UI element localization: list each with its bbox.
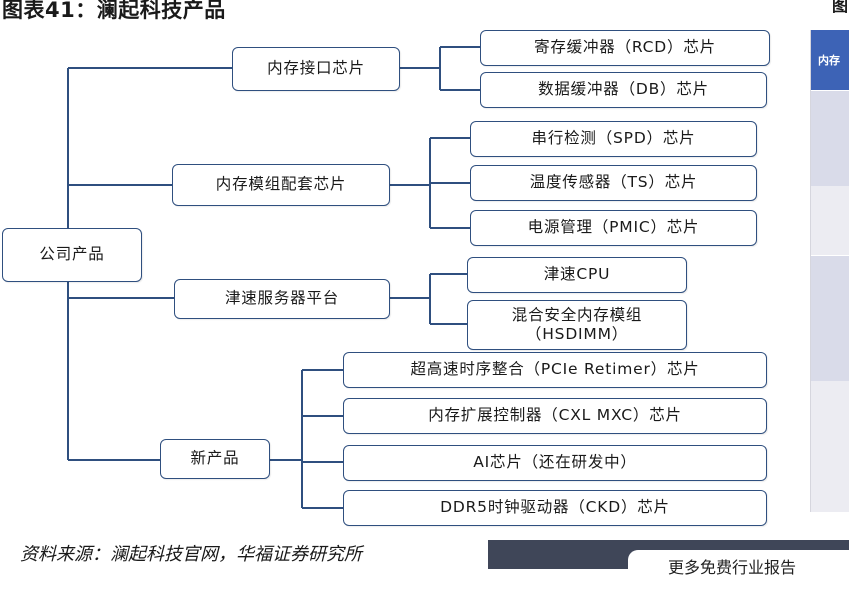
leaf-cxl-mxc: 内存扩展控制器（CXL MXC）芯片 xyxy=(343,398,767,434)
branch-server-platform: 津速服务器平台 xyxy=(174,279,390,319)
leaf-label: 电源管理（PMIC）芯片 xyxy=(527,218,700,237)
leaf-label: 寄存缓冲器（RCD）芯片 xyxy=(534,38,716,57)
branch-new-products: 新产品 xyxy=(160,439,270,479)
adjacent-table-panel: 内存 xyxy=(810,30,849,512)
branch-memory-interface: 内存接口芯片 xyxy=(232,47,400,91)
adjacent-table-cell xyxy=(811,255,849,381)
adjacent-table-cell xyxy=(811,90,849,186)
promo-text: 更多免费行业报告 xyxy=(668,558,797,577)
leaf-label: 内存扩展控制器（CXL MXC）芯片 xyxy=(428,406,682,425)
leaf-label: 数据缓冲器（DB）芯片 xyxy=(538,80,709,99)
leaf-label: AI芯片（还在研发中） xyxy=(473,453,637,472)
adjacent-table-header: 内存 xyxy=(811,30,849,90)
branch-label: 内存接口芯片 xyxy=(267,59,365,78)
leaf-cpu: 津速CPU xyxy=(467,257,687,293)
branch-module-chips: 内存模组配套芯片 xyxy=(172,164,390,206)
leaf-rcd: 寄存缓冲器（RCD）芯片 xyxy=(480,30,770,66)
leaf-ckd: DDR5时钟驱动器（CKD）芯片 xyxy=(343,490,767,526)
source-note: 资料来源：澜起科技官网，华福证券研究所 xyxy=(20,544,362,565)
root-node: 公司产品 xyxy=(2,228,142,282)
adjacent-figure-title-fragment: 图 xyxy=(832,0,849,15)
leaf-label: 津速CPU xyxy=(543,265,611,284)
leaf-pmic: 电源管理（PMIC）芯片 xyxy=(470,210,757,246)
adjacent-table-header-label: 内存 xyxy=(818,54,840,67)
leaf-hsdimm: 混合安全内存模组 （HSDIMM） xyxy=(467,300,687,350)
leaf-ai-chip: AI芯片（还在研发中） xyxy=(343,445,767,481)
promo-card[interactable]: 更多免费行业报告 xyxy=(628,550,849,590)
leaf-label-line1: 混合安全内存模组 xyxy=(511,305,643,324)
leaf-label: 超高速时序整合（PCIe Retimer）芯片 xyxy=(410,360,700,379)
leaf-label: DDR5时钟驱动器（CKD）芯片 xyxy=(440,498,670,517)
tree-connectors xyxy=(67,46,480,509)
leaf-label: 温度传感器（TS）芯片 xyxy=(529,173,698,192)
figure-title: 图表41：澜起科技产品 xyxy=(2,0,226,22)
leaf-ts: 温度传感器（TS）芯片 xyxy=(470,165,757,201)
leaf-db: 数据缓冲器（DB）芯片 xyxy=(480,72,767,108)
leaf-spd: 串行检测（SPD）芯片 xyxy=(470,121,757,157)
leaf-label: 串行检测（SPD）芯片 xyxy=(531,129,696,148)
leaf-label-line2: （HSDIMM） xyxy=(525,325,629,343)
branch-label: 新产品 xyxy=(190,449,240,468)
branch-label: 内存模组配套芯片 xyxy=(215,175,347,194)
root-label: 公司产品 xyxy=(39,245,105,264)
leaf-pcie-retimer: 超高速时序整合（PCIe Retimer）芯片 xyxy=(343,352,767,388)
branch-label: 津速服务器平台 xyxy=(224,289,340,308)
